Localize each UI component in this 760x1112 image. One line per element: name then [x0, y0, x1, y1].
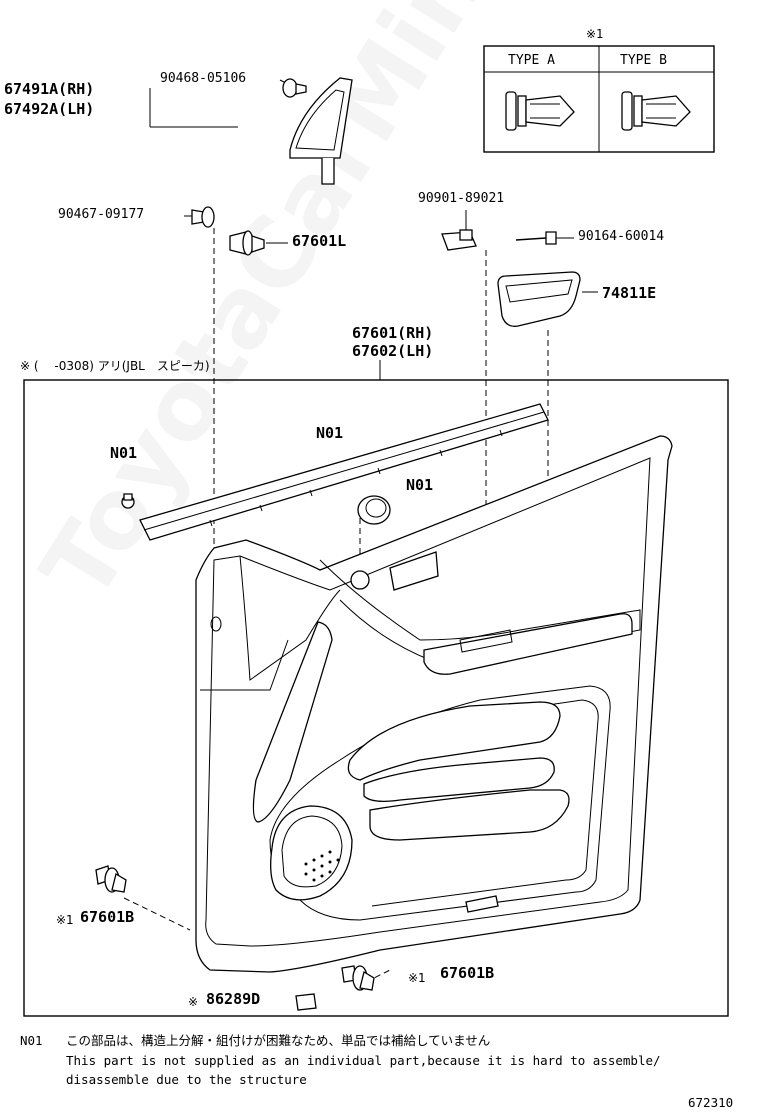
ref-mark-67601b-left: ※1: [56, 913, 74, 927]
mirror-garnish-drawing: [149, 77, 353, 185]
cap-n01-drawing: [357, 495, 391, 525]
label-74811e: 74811E: [602, 284, 657, 302]
label-n01-left: N01: [110, 444, 138, 462]
label-67601b-left: 67601B: [80, 908, 135, 926]
screw-90467-drawing: [184, 206, 215, 228]
label-67601l: 67601L: [292, 232, 347, 250]
label-86289d: 86289D: [206, 990, 261, 1008]
type-b-header: TYPE B: [620, 53, 667, 68]
label-90901: 90901-89021: [418, 191, 505, 206]
belt-moulding-drawing: [139, 403, 549, 541]
type-table-ref: ※1: [586, 27, 604, 41]
label-90468: 90468-05106: [160, 71, 247, 86]
label-n01-top: N01: [316, 424, 344, 442]
type-a-header: TYPE A: [508, 53, 555, 68]
label-67601rh: 67601(RH): [352, 324, 434, 342]
clip-n01-left-drawing: [121, 493, 135, 509]
panel-frame: [23, 379, 729, 1017]
footnote-japanese: この部品は、構造上分解・組付けが困難なため、単品では補給していません: [66, 1033, 491, 1048]
label-67601b-right: 67601B: [440, 964, 495, 982]
reflector-86289d-drawing: [295, 993, 317, 1011]
clip-67601b-left-drawing: [95, 865, 127, 893]
speaker-holes: [304, 850, 340, 882]
label-67492a: 67492A(LH): [4, 100, 95, 118]
door-trim-panel-drawing: [195, 435, 673, 973]
footnote-code: N01: [20, 1033, 43, 1048]
ref-mark-67601b-right: ※1: [408, 971, 426, 985]
screw-90164-drawing: [515, 231, 574, 245]
footnote-english-line2: disassemble due to the structure: [66, 1072, 307, 1087]
pocket-74811e-drawing: [497, 271, 598, 327]
clip-67601l-drawing: [229, 230, 288, 256]
frame-note: ※ ( -0308) アリ(JBL スピーカ): [20, 359, 210, 373]
bracket-90901-drawing: [441, 210, 477, 251]
label-n01-right: N01: [406, 476, 434, 494]
type-table: [483, 45, 715, 153]
label-90164: 90164-60014: [578, 229, 665, 244]
ref-mark-86289d: ※: [188, 995, 199, 1009]
clip-67601b-right-drawing: [341, 965, 375, 991]
clip-type-a-drawing: [505, 91, 575, 131]
clip-type-b-drawing: [621, 91, 691, 131]
label-90467: 90467-09177: [58, 207, 145, 222]
illustration-number: 672310: [688, 1095, 734, 1110]
screw-90468-drawing: [282, 78, 307, 98]
label-67491a: 67491A(RH): [4, 80, 95, 98]
footnote-english-line1: This part is not supplied as an individu…: [66, 1053, 661, 1068]
label-67602lh: 67602(LH): [352, 342, 434, 360]
